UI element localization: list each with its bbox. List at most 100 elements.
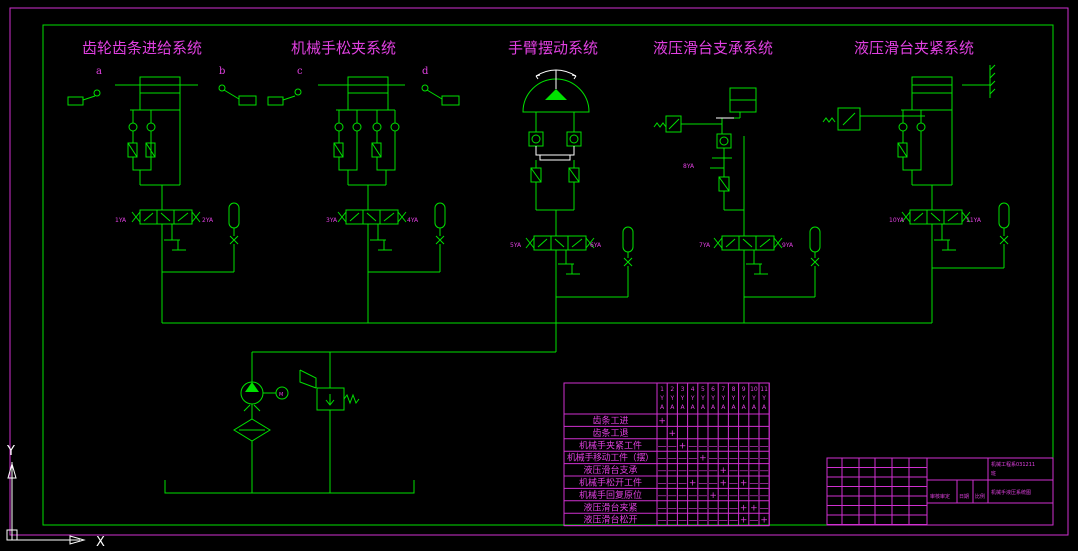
title-block-cell: [874, 476, 893, 487]
table-header-cell: Y: [680, 395, 685, 402]
title-slide-support-system: 液压滑台支承系统: [653, 39, 773, 57]
limit-switch-label-c: c: [297, 66, 303, 77]
table-header-cell: A: [711, 404, 716, 411]
table-state-cell: —: [668, 479, 677, 489]
accumulator-1-icon: [228, 202, 240, 272]
table-row-label: 齿条工退: [592, 427, 628, 439]
table-header-cell: 2: [670, 386, 674, 393]
table-header-cell: Y: [761, 395, 766, 402]
table-header-cell: Y: [710, 395, 715, 402]
table-state-cell: —: [760, 503, 769, 513]
title-block: 机械工程系031211 班 机械手液压系统图 审核审定 日期 比例: [826, 457, 1054, 526]
title-block-cell: [826, 514, 843, 525]
table-state-cell: —: [709, 454, 718, 464]
table-state-cell: —: [760, 479, 769, 489]
table-state-cell: —: [678, 466, 687, 476]
table-state-cell: +: [658, 417, 666, 427]
table-state-cell: —: [658, 466, 667, 476]
title-block-cell: [908, 457, 928, 468]
motor-label: M: [279, 392, 283, 398]
table-state-cell: —: [668, 503, 677, 513]
table-row-label: 齿条工进: [592, 415, 628, 427]
title-block-cell: [874, 505, 893, 516]
table-state-cell: —: [729, 441, 738, 451]
title-block-cell: [908, 476, 928, 487]
table-header-cell: Y: [741, 395, 746, 402]
table-state-cell: —: [678, 454, 687, 464]
limit-switch-label-a: a: [96, 66, 102, 77]
table-state-cell: —: [709, 503, 718, 513]
table-state-cell: —: [698, 491, 707, 501]
table-state-cell: —: [658, 516, 667, 526]
table-header-cell: 6: [711, 386, 715, 393]
table-state-cell: +: [679, 441, 687, 451]
title-block-cell: [858, 495, 876, 506]
table-state-cell: —: [760, 441, 769, 451]
table-header-cell: 11: [760, 386, 768, 393]
title-block-cell: [826, 457, 843, 468]
title-block-cell: [891, 505, 910, 516]
title-block-cell: [841, 505, 860, 516]
title-block-cell: [858, 505, 876, 516]
title-block-cell: [908, 467, 928, 478]
limit-switch-a-icon: [67, 89, 101, 106]
table-row-label: 液压滑台夹紧: [583, 501, 637, 513]
table-state-cell: —: [719, 441, 728, 451]
table-header-cell: Y: [700, 395, 705, 402]
table-header-cell: 7: [721, 386, 725, 393]
table-state-cell: —: [668, 441, 677, 451]
table-state-cell: —: [729, 466, 738, 476]
table-state-cell: —: [688, 441, 697, 451]
table-state-cell: —: [678, 479, 687, 489]
title-block-cell: [874, 457, 893, 468]
table-state-cell: +: [689, 479, 697, 489]
table-state-cell: +: [750, 503, 758, 513]
outer-border: [9, 7, 1069, 536]
table-state-cell: +: [760, 516, 768, 526]
table-header-cell: A: [752, 404, 757, 411]
support-check-valve-icon: [716, 133, 732, 149]
table-state-cell: —: [739, 441, 748, 451]
table-state-cell: —: [688, 503, 697, 513]
title-block-cell: [908, 486, 928, 497]
title-block-cell: [874, 467, 893, 478]
table-state-cell: —: [698, 466, 707, 476]
pump-station: M: [164, 352, 415, 494]
table-state-cell: +: [709, 491, 717, 501]
title-block-cell: [874, 514, 893, 525]
title-block-cell: [908, 495, 928, 506]
title-block-cell: [908, 514, 928, 525]
title-block-sign-label-2: 日期: [959, 494, 969, 500]
table-state-cell: —: [688, 466, 697, 476]
title-block-sign-label-3: 比例: [975, 493, 985, 500]
title-block-cell: [826, 467, 843, 478]
table-state-cell: +: [740, 503, 748, 513]
table-state-cell: —: [749, 466, 758, 476]
title-block-cell: [841, 457, 860, 468]
table-row-label: 机械手回复原位: [579, 489, 642, 501]
directional-valve-5-icon: [901, 209, 971, 225]
table-state-cell: —: [749, 441, 758, 451]
table-state-cell: —: [698, 503, 707, 513]
title-block-cell: [891, 467, 910, 478]
table-state-cell: +: [720, 479, 728, 489]
table-row-label: 机械手松开工件: [579, 477, 642, 489]
table-state-cell: —: [688, 454, 697, 464]
title-block-cell: [841, 486, 860, 497]
table-row-label: 机械手夹紧工件: [579, 439, 642, 451]
table-state-cell: —: [729, 479, 738, 489]
table-header-cell: 10: [750, 386, 758, 393]
title-block-class-line2: 班: [991, 470, 996, 477]
table-state-cell: —: [688, 491, 697, 501]
table-header-cell: Y: [669, 395, 674, 402]
table-state-cell: —: [709, 479, 718, 489]
table-state-cell: —: [749, 479, 758, 489]
table-state-cell: —: [658, 454, 667, 464]
rack-cylinder-icon: [115, 76, 198, 94]
title-block-cell: [891, 514, 910, 525]
table-state-cell: —: [668, 454, 677, 464]
title-block-cell: [826, 495, 843, 506]
solenoid-1ya: 1YA: [115, 217, 127, 224]
table-state-cell: —: [729, 503, 738, 513]
title-block-cell: [841, 467, 860, 478]
